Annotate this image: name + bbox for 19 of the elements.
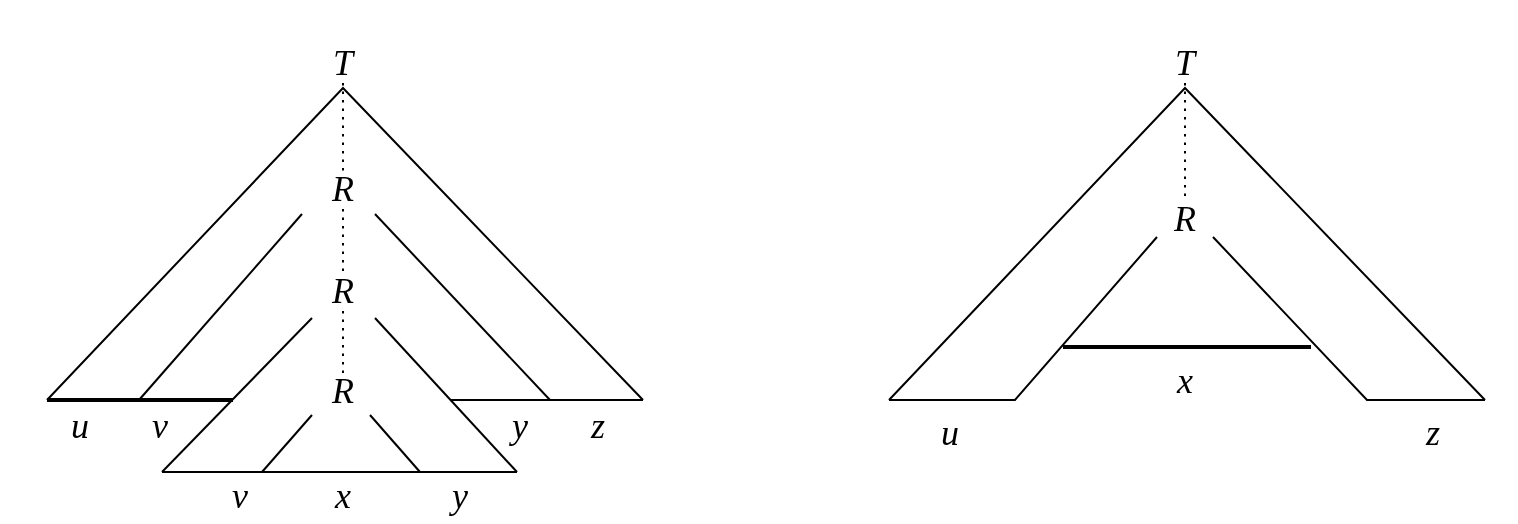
dotted-line [342,82,344,172]
node-label: R [1167,201,1203,239]
variable-label: z [1424,415,1441,451]
dotted-line [342,208,344,274]
variable-label: y [502,408,538,444]
variable-label: y [442,478,478,514]
variable-label: u [70,408,90,444]
variable-label: u [940,415,960,451]
dotted-line [342,310,344,374]
node-label: R [325,273,361,311]
variable-label: v [151,408,169,444]
node-label: T [1167,45,1203,83]
variable-label: x [1175,363,1194,399]
variable-label: v [231,478,249,514]
node-label: T [325,45,361,83]
node-label: R [325,171,361,209]
variable-label: x [333,478,352,514]
variable-label: z [589,408,606,444]
node-label: R [325,373,361,411]
